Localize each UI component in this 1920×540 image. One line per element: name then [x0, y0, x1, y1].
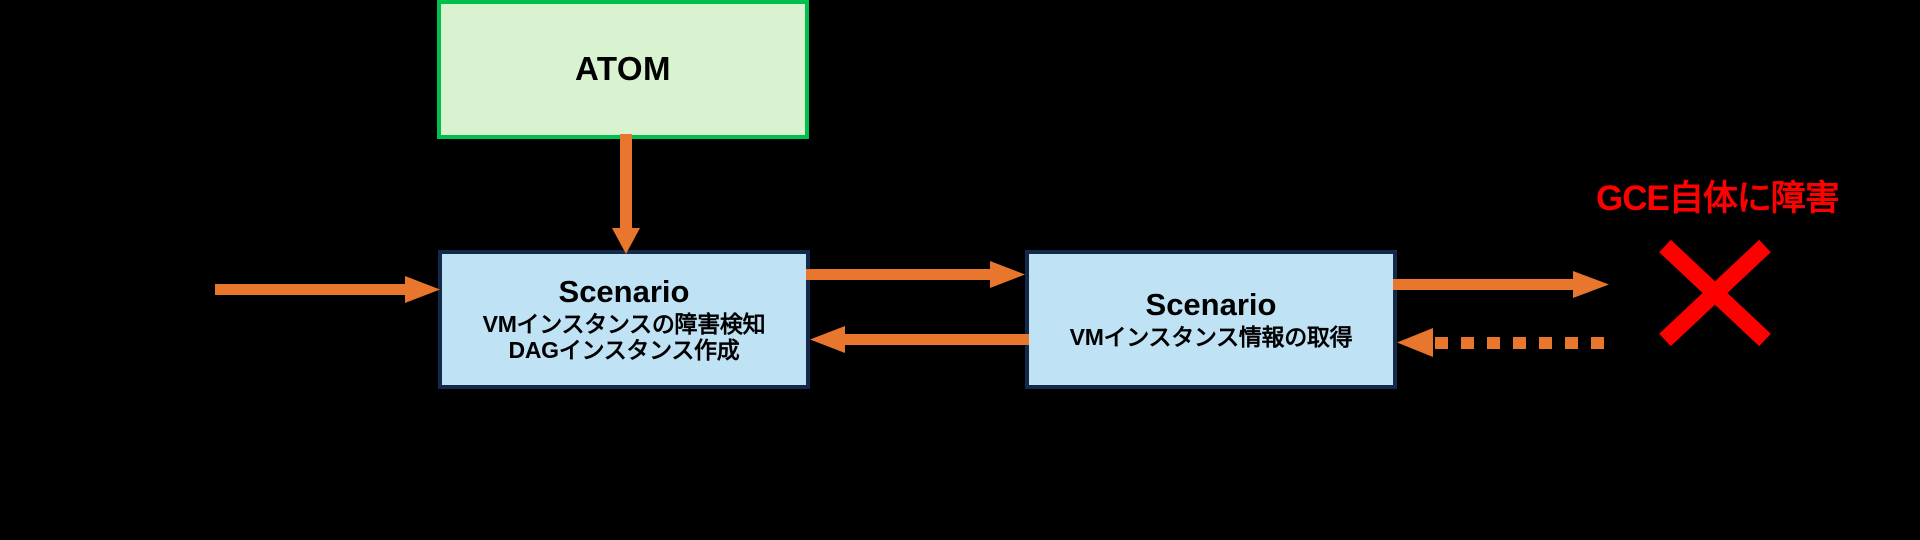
- edge-scenario-1-to-scenario-2: [806, 261, 1025, 288]
- node-atom: ATOM: [437, 0, 809, 139]
- edge-inbound-to-scenario-1: [215, 276, 440, 303]
- edge-scenario-2-to-scenario-1: [810, 326, 1029, 353]
- node-scenario-1-title: Scenario: [558, 274, 690, 310]
- node-scenario-1: Scenario VMインスタンスの障害検知 DAGインスタンス作成: [438, 250, 810, 389]
- edge-gce-to-scenario-2: [1397, 328, 1604, 357]
- edge-scenario-2-to-gce: [1393, 271, 1609, 298]
- node-scenario-2-line2: VMインスタンス情報の取得: [1069, 323, 1353, 350]
- edge-atom-to-scenario-1: [612, 134, 640, 254]
- node-scenario-2-title: Scenario: [1145, 287, 1277, 323]
- node-atom-label: ATOM: [574, 50, 672, 88]
- x-mark-icon: [1659, 240, 1771, 346]
- node-scenario-2: Scenario VMインスタンス情報の取得: [1025, 250, 1397, 389]
- node-scenario-1-line2: VMインスタンスの障害検知: [482, 311, 766, 338]
- fault-annotation-label: GCE自体に障害: [1596, 179, 1840, 218]
- node-scenario-1-line3: DAGインスタンス作成: [508, 336, 740, 363]
